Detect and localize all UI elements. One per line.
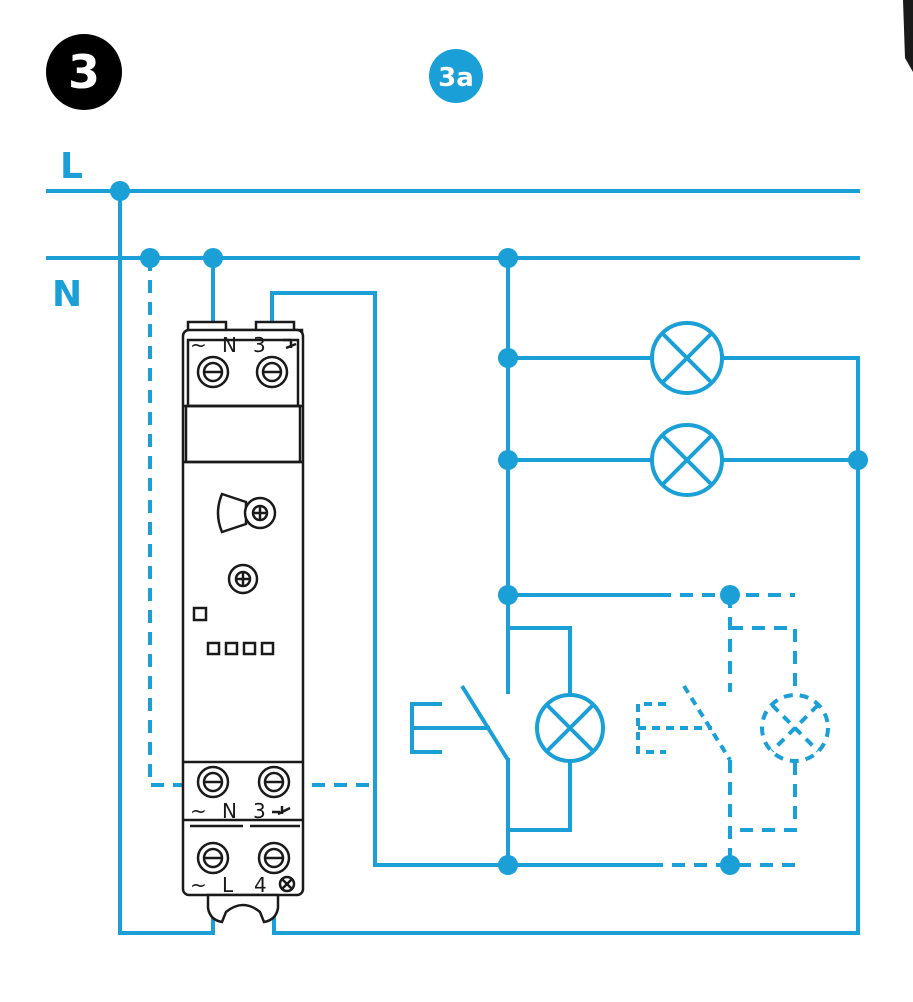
line-label-l: L	[60, 146, 83, 187]
adjust-knob-icon	[216, 492, 277, 534]
terminal-label: ~	[190, 333, 207, 357]
screw-terminal-icon	[196, 355, 230, 389]
solid-wires	[46, 189, 860, 935]
pushbutton-icon	[272, 806, 291, 816]
indicator-square	[260, 641, 275, 656]
screw-terminal-icon	[257, 841, 291, 875]
lamp-icon	[650, 321, 724, 395]
screw-terminal-icon	[196, 841, 230, 875]
t3-wire	[270, 291, 510, 867]
screw-terminal-icon	[257, 765, 291, 799]
din-module: ~ N 3 ~ N 3 ~ L 4	[181, 320, 305, 924]
glow-top-wire	[506, 626, 572, 697]
corner-shape	[895, 0, 913, 72]
variant-badge: 3a	[429, 49, 483, 103]
pushbutton-icon	[410, 684, 510, 762]
screw-terminal-icon	[227, 563, 259, 595]
junction-dots	[110, 181, 868, 875]
glow-bottom-wire	[506, 760, 572, 832]
opt-glow-top	[730, 626, 797, 696]
lamp-icon	[278, 875, 296, 893]
terminal-label: 3	[253, 799, 266, 823]
terminal-label: ~	[190, 799, 207, 823]
terminal-label: N	[222, 333, 237, 357]
indicator-square	[192, 606, 208, 622]
terminal-label: 3	[253, 333, 266, 357]
variant-label: 3a	[438, 63, 474, 93]
screw-terminal-icon	[196, 765, 230, 799]
step-number: 3	[68, 45, 100, 99]
indicator-square	[224, 641, 239, 656]
indicator-square	[206, 641, 221, 656]
lamp-icon	[650, 423, 724, 497]
screw-terminal-icon	[255, 355, 289, 389]
step-badge: 3	[46, 34, 122, 110]
terminal-label: 4	[254, 873, 267, 897]
lamp-icon	[760, 693, 830, 763]
terminal-label: L	[222, 873, 234, 897]
terminal-label: ~	[190, 873, 207, 897]
lamp-icon	[535, 693, 605, 763]
pushbutton-icon	[283, 338, 297, 350]
terminal-label: N	[222, 799, 237, 823]
indicator-square	[242, 641, 257, 656]
line-label-n: N	[52, 274, 82, 315]
lamp1-right-wire	[720, 356, 860, 462]
opt-glow-bottom	[730, 762, 797, 832]
pushbutton-icon	[636, 684, 732, 762]
